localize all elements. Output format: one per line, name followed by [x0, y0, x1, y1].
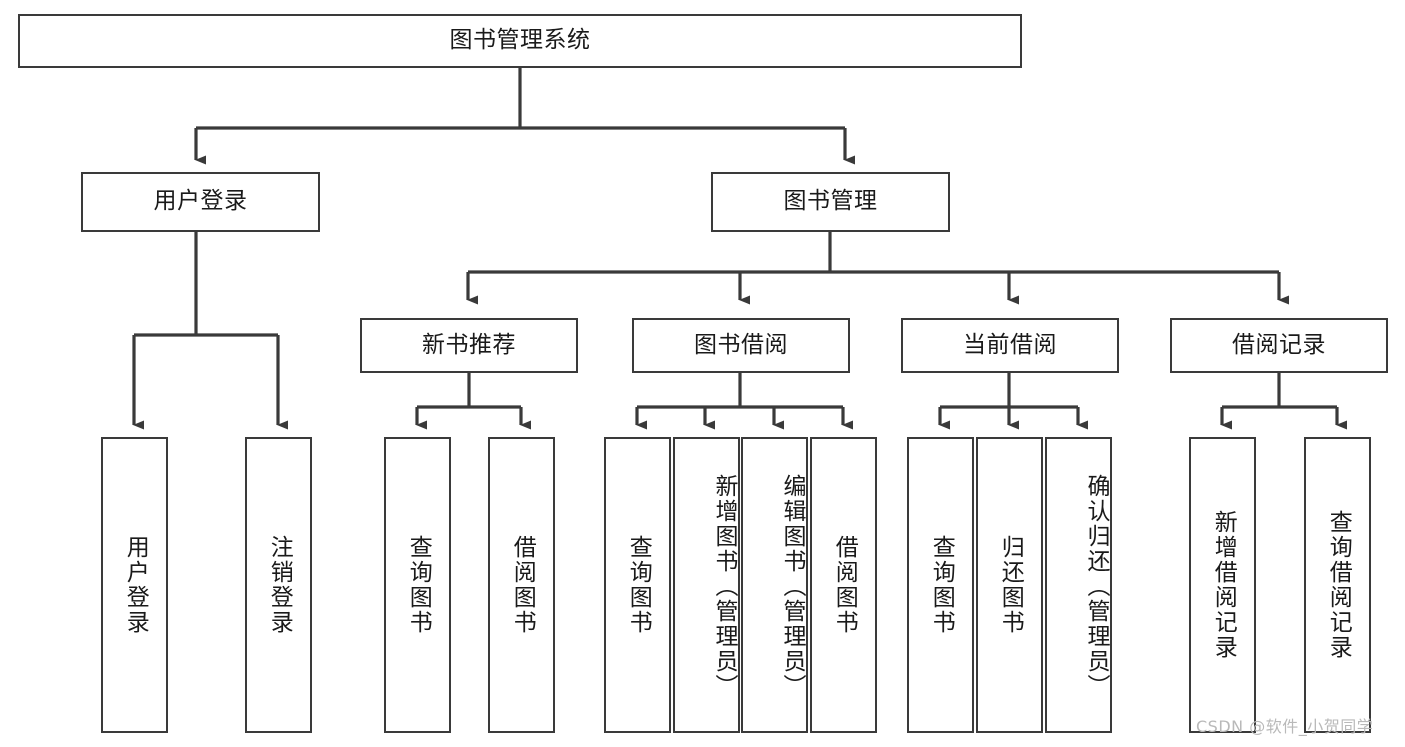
node-user-login[interactable]: 用户登录 [81, 172, 320, 232]
leaf-current-borrow-return-book[interactable]: 归还图书 [976, 437, 1043, 733]
node-borrow-record[interactable]: 借阅记录 [1170, 318, 1388, 373]
leaf-borrow-record-query-record[interactable]: 查询借阅记录 [1304, 437, 1371, 733]
leaf-book-borrow-add-book-admin[interactable]: 新增图书（管理员） [673, 437, 740, 733]
leaf-borrow-record-add-record[interactable]: 新增借阅记录 [1189, 437, 1256, 733]
leaf-book-borrow-edit-book-admin[interactable]: 编辑图书（管理员） [741, 437, 808, 733]
node-book-borrow[interactable]: 图书借阅 [632, 318, 850, 373]
node-new-book-recommend[interactable]: 新书推荐 [360, 318, 578, 373]
leaf-new-book-query-book[interactable]: 查询图书 [384, 437, 451, 733]
leaf-new-book-borrow-book[interactable]: 借阅图书 [488, 437, 555, 733]
node-book-management[interactable]: 图书管理 [711, 172, 950, 232]
leaf-book-borrow-borrow-book[interactable]: 借阅图书 [810, 437, 877, 733]
leaf-current-borrow-query-book[interactable]: 查询图书 [907, 437, 974, 733]
node-current-borrow[interactable]: 当前借阅 [901, 318, 1119, 373]
node-root-system[interactable]: 图书管理系统 [18, 14, 1022, 68]
leaf-book-borrow-query-book[interactable]: 查询图书 [604, 437, 671, 733]
leaf-user-login-logout[interactable]: 注销登录 [245, 437, 312, 733]
leaf-user-login-login[interactable]: 用户登录 [101, 437, 168, 733]
leaf-current-borrow-confirm-return-admin[interactable]: 确认归还（管理员） [1045, 437, 1112, 733]
csdn-watermark: CSDN @软件_小贺同学 [1196, 717, 1374, 736]
